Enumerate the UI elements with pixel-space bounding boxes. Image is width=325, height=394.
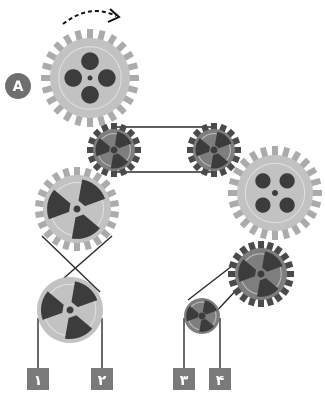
label-4-text: ۴ <box>216 373 225 389</box>
label-1-text: ١ <box>34 373 43 389</box>
gear-a-large <box>41 29 139 127</box>
gears <box>35 29 322 343</box>
pulley-lower-small <box>184 298 220 334</box>
gear-small-dark-right <box>187 123 241 177</box>
rotation-arrow-icon <box>62 8 121 25</box>
label-1: ١ <box>27 368 49 390</box>
gear-lower-right-dark <box>228 241 294 307</box>
pulley-lower-left <box>37 277 103 343</box>
gear-left-medium <box>35 167 119 251</box>
gear-right-large <box>228 146 322 240</box>
belt-right-1 <box>187 265 233 301</box>
label-3: ٣ <box>173 368 195 390</box>
marker-a-text: A <box>13 79 24 95</box>
label-4: ۴ <box>209 368 231 390</box>
label-3-text: ٣ <box>180 373 189 389</box>
label-2: ٢ <box>91 368 113 390</box>
gear-small-dark-left <box>87 123 141 177</box>
belt-cross-1 <box>41 235 101 293</box>
label-2-text: ٢ <box>98 373 107 389</box>
marker-a: A <box>5 73 31 99</box>
